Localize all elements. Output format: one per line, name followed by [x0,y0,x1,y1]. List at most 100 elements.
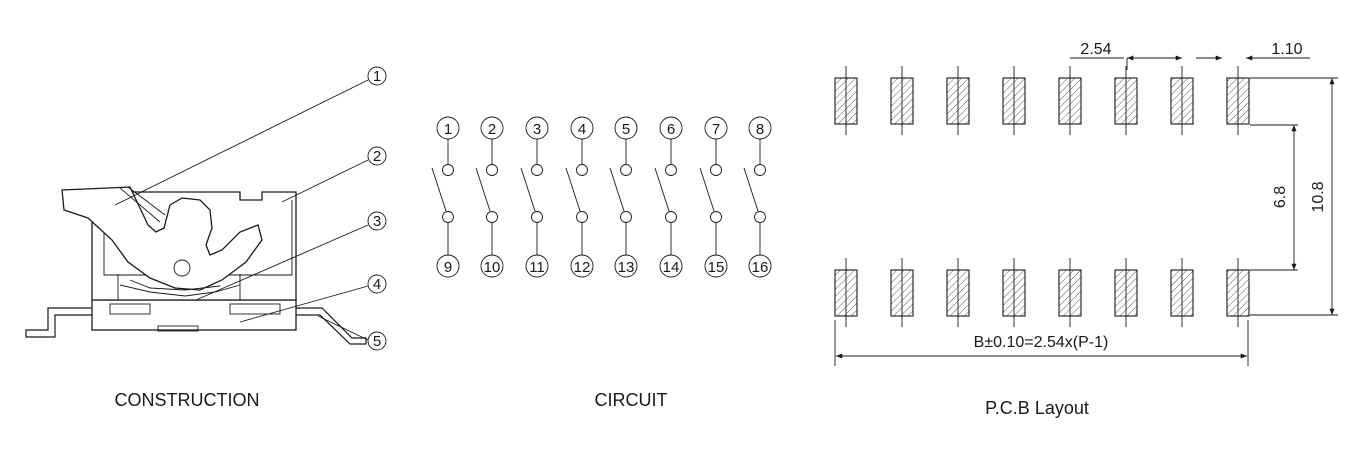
pad-bottom-4 [1002,258,1026,327]
switch-pole-6: 614 [654,116,683,278]
contact-dimple [173,259,191,277]
switch-base [91,299,297,331]
pcb-caption: P.C.B Layout [985,398,1089,418]
leader-line-1 [114,79,369,206]
pad-bottom-5 [1058,258,1082,327]
pad-land [1226,77,1250,125]
pad-land [1058,269,1082,317]
top-contact [754,164,766,176]
bottom-contact [710,211,722,223]
top-pin-label: 5 [622,121,630,138]
base-bottom-notch [157,325,199,332]
svg-text:5: 5 [373,333,381,350]
switch-blade [743,167,759,212]
construction-caption: CONSTRUCTION [115,390,260,410]
pcb-layout-view: 2.54 1.10 6.8 10.8 B±0.10=2.54x(P-1) P.C… [834,41,1338,418]
pad-top-3 [946,66,970,135]
pad-land [1002,269,1026,317]
pad-land [834,77,858,125]
construction-view: 1 2 3 4 5 CONSTRUCTION [25,66,387,410]
pad-top-2 [890,66,914,135]
top-contact [620,164,632,176]
circuit-caption: CIRCUIT [595,390,668,410]
callout-2: 2 [367,146,387,166]
pad-land [1226,269,1250,317]
base-left-insert [109,303,151,315]
leader-line-3 [195,224,369,301]
pad-land [946,77,970,125]
contact-spring [119,279,241,297]
base-right-insert [229,303,281,315]
pad-width-dimension-label: 1.10 [1271,41,1302,58]
switch-pole-3: 311 [520,116,549,278]
bottom-pin-circle [704,254,728,278]
pad-top-1 [834,66,858,135]
pad-bottom-3 [946,258,970,327]
switch-pole-2: 210 [475,116,504,278]
top-pin-label: 4 [578,121,586,138]
switch-blade [431,167,447,212]
leader-line-4 [239,285,369,323]
pad-top-4 [1002,66,1026,135]
top-contact [442,164,454,176]
bottom-pin-circle [614,254,638,278]
bottom-contact [576,211,588,223]
bottom-contact [665,211,677,223]
switch-blade [609,167,625,212]
switch-blade [475,167,491,212]
leader-line-5 [317,315,369,341]
switch-pole-8: 816 [743,116,772,278]
top-contact [486,164,498,176]
pad-top-5 [1058,66,1082,135]
switch-pole-7: 715 [699,116,728,278]
bottom-pin-circle [748,254,772,278]
callout-1: 1 [367,66,387,86]
top-pin-label: 2 [488,121,496,138]
pad-top-8 [1226,66,1250,135]
pad-land [1058,77,1082,125]
switch-pole-1: 19 [431,116,460,278]
pad-land [1114,269,1138,317]
bottom-pin-label: 12 [574,259,591,276]
svg-text:2: 2 [373,148,381,165]
pad-land [890,77,914,125]
contact-blade [117,274,241,300]
pad-bottom-6 [1114,258,1138,327]
pad-land [1114,77,1138,125]
switch-blade [699,167,715,212]
pad-land [946,269,970,317]
pad-top-6 [1114,66,1138,135]
pad-land [1170,269,1194,317]
actuator-lever [61,186,263,291]
bottom-contact [486,211,498,223]
bottom-pin-label: 15 [708,259,725,276]
bottom-pin-label: 14 [663,259,680,276]
bottom-pin-circle [659,254,683,278]
left-terminal-lead [25,307,92,338]
pad-land [890,269,914,317]
pad-land [834,269,858,317]
row-gap-dimension-label: 6.8 [1272,186,1289,208]
top-contact [531,164,543,176]
bottom-pin-circle [525,254,549,278]
pad-bottom-7 [1170,258,1194,327]
callout-4: 4 [367,274,387,294]
callout-5: 5 [367,331,387,351]
switch-pole-4: 4 12 [565,116,594,278]
bottom-pin-label: 9 [444,259,452,276]
pad-bottom-8 [1226,258,1250,327]
right-terminal-lead [296,307,367,345]
bottom-pin-circle [480,254,504,278]
leader-line-2 [281,159,369,203]
bottom-contact [531,211,543,223]
top-contact [665,164,677,176]
bottom-pin-label: 16 [752,259,769,276]
svg-text:3: 3 [373,213,381,230]
pad-land [1002,77,1026,125]
switch-blade [565,167,581,212]
overall-height-dimension-label: 10.8 [1310,181,1327,212]
pad-land [1170,77,1194,125]
bottom-contact [442,211,454,223]
